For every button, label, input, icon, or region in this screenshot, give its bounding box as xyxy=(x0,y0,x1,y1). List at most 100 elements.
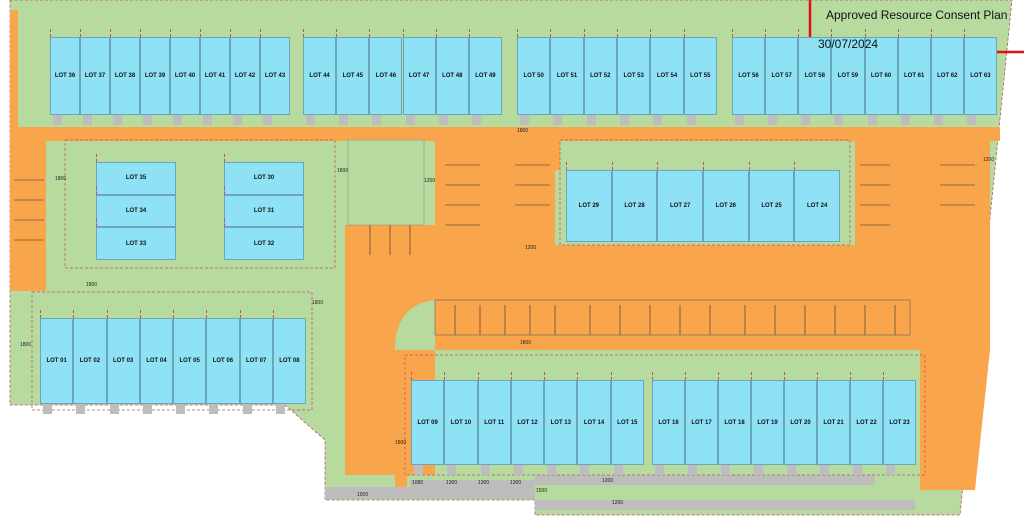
dimension-label: 1300 xyxy=(446,480,458,486)
lot-03: LOT 03 xyxy=(106,310,140,404)
driveway xyxy=(900,115,910,125)
lot-33: LOT 33 xyxy=(96,219,176,260)
road-connector xyxy=(520,140,560,170)
lot-04: LOT 04 xyxy=(139,310,173,404)
plan-date: 30/07/2024 xyxy=(818,37,879,51)
lot-37: LOT 37 xyxy=(80,29,110,115)
driveway xyxy=(867,115,877,125)
lot-10: LOT 10 xyxy=(444,372,478,465)
lot-60: LOT 60 xyxy=(864,29,898,115)
dimension-label: 1800 xyxy=(312,300,324,306)
driveway xyxy=(620,115,629,125)
dimension-label: 1200 xyxy=(424,178,436,184)
driveway xyxy=(586,115,596,125)
lot-43: LOT 43 xyxy=(260,29,290,115)
driveway xyxy=(306,115,315,125)
lot-25: LOT 25 xyxy=(748,162,795,242)
lot-46: LOT 46 xyxy=(369,29,403,115)
driveway xyxy=(655,465,664,475)
driveway xyxy=(263,115,272,125)
driveway xyxy=(339,115,349,125)
lot-41: LOT 41 xyxy=(200,29,230,115)
lot-05: LOT 05 xyxy=(173,310,207,404)
driveway xyxy=(933,115,943,125)
path-lower-front xyxy=(410,480,535,490)
dimension-label: 1200 xyxy=(602,478,614,484)
driveway xyxy=(447,465,457,475)
path-bottom-right-2 xyxy=(535,500,915,510)
green-roundabout xyxy=(395,300,435,350)
lot-35: LOT 35 xyxy=(96,154,176,195)
driveway xyxy=(83,115,92,125)
driveway xyxy=(275,404,285,414)
lot-07: LOT 07 xyxy=(239,310,273,404)
driveway xyxy=(113,115,122,125)
driveway xyxy=(820,465,829,475)
dimension-label: 1300 xyxy=(510,480,522,486)
green-island xyxy=(347,139,425,226)
road-top xyxy=(10,127,1000,141)
driveway xyxy=(438,115,448,125)
dimension-label: 1300 xyxy=(478,480,490,486)
dimension-label: 1500 xyxy=(357,492,369,498)
lot-52: LOT 52 xyxy=(583,29,617,115)
dimension-label: 1200 xyxy=(612,500,624,506)
lot-54: LOT 54 xyxy=(650,29,684,115)
lot-26: LOT 26 xyxy=(703,162,749,242)
path-bottom-right xyxy=(535,475,875,485)
parking-row xyxy=(434,299,911,336)
driveway xyxy=(414,465,423,475)
driveway xyxy=(966,115,976,125)
lot-01: LOT 01 xyxy=(40,310,74,404)
driveway xyxy=(173,115,182,125)
dimension-label: 1800 xyxy=(20,342,32,348)
parking-left xyxy=(10,141,46,291)
lot-55: LOT 55 xyxy=(683,29,717,115)
road-lower-right xyxy=(920,350,990,490)
driveway xyxy=(547,465,557,475)
driveway xyxy=(801,115,811,125)
driveway xyxy=(471,115,481,125)
lot-56: LOT 56 xyxy=(732,29,766,115)
lot-23: LOT 23 xyxy=(883,372,916,465)
lot-59: LOT 59 xyxy=(831,29,865,115)
lot-29: LOT 29 xyxy=(566,162,612,242)
lot-06: LOT 06 xyxy=(206,310,240,404)
lot-27: LOT 27 xyxy=(657,162,703,242)
lot-22: LOT 22 xyxy=(850,372,883,465)
block-boundaries xyxy=(31,139,926,476)
dimension-label: 1800 xyxy=(520,340,532,346)
driveway xyxy=(834,115,844,125)
lot-17: LOT 17 xyxy=(685,372,718,465)
driveway xyxy=(176,404,185,414)
driveway xyxy=(768,115,778,125)
lot-12: LOT 12 xyxy=(510,372,545,465)
dimension-label: 1800 xyxy=(395,440,407,446)
lot-39: LOT 39 xyxy=(140,29,170,115)
driveway xyxy=(242,404,252,414)
lot-32: LOT 32 xyxy=(224,219,304,260)
driveway xyxy=(372,115,382,125)
dimension-label: 1800 xyxy=(86,282,98,288)
driveway xyxy=(754,465,763,475)
dimension-label: 1800 xyxy=(517,128,529,134)
driveway xyxy=(653,115,663,125)
dimension-label: 1500 xyxy=(536,488,548,494)
lot-18: LOT 18 xyxy=(718,372,751,465)
lot-50: LOT 50 xyxy=(517,29,551,115)
lot-45: LOT 45 xyxy=(336,29,370,115)
lot-09: LOT 09 xyxy=(411,372,445,465)
driveway xyxy=(853,465,862,475)
lot-42: LOT 42 xyxy=(230,29,260,115)
driveway xyxy=(520,115,529,125)
road-curve xyxy=(345,330,395,470)
lot-36: LOT 36 xyxy=(50,29,80,115)
driveway xyxy=(480,465,490,475)
dimension-label: 1080 xyxy=(412,480,424,486)
driveway xyxy=(513,465,523,475)
driveway xyxy=(688,465,697,475)
driveway xyxy=(233,115,242,125)
driveway xyxy=(686,115,696,125)
parking-stall-lines xyxy=(14,164,975,335)
plan-title: Approved Resource Consent Plan xyxy=(826,8,1008,22)
